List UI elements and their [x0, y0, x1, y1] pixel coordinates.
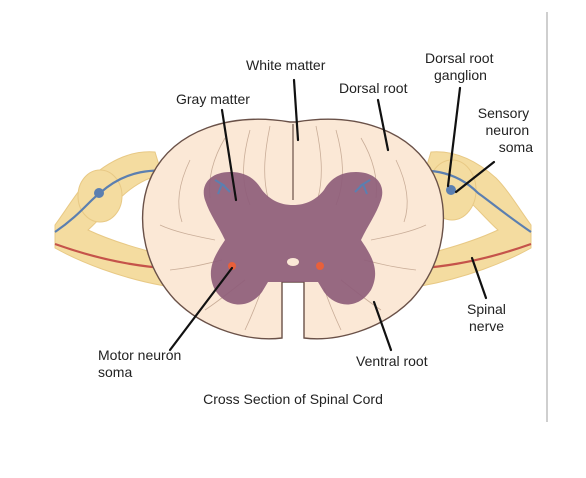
- leader-ventral-root: [372, 300, 393, 352]
- central-canal: [287, 258, 299, 266]
- label-sensory-neuron-soma: Sensory neuron soma: [478, 105, 533, 155]
- motor-neuron-soma-right: [316, 262, 324, 270]
- label-dorsal-root: Dorsal root: [339, 80, 408, 96]
- label-motor-neuron-soma: Motor neuron soma: [98, 347, 185, 380]
- label-spinal-nerve: Spinal nerve: [467, 301, 510, 334]
- label-dorsal-root-ganglion: Dorsal root ganglion: [425, 50, 497, 83]
- leader-gray-matter: [220, 108, 238, 202]
- leader-lines: [168, 78, 496, 352]
- caption: Cross Section of Spinal Cord: [203, 391, 383, 407]
- label-white-matter: White matter: [246, 57, 326, 73]
- motor-neuron-soma-left: [228, 262, 236, 270]
- leader-sensory-neuron-soma: [454, 160, 496, 194]
- leader-motor-neuron-soma: [168, 266, 234, 352]
- leader-dorsal-root-ganglion: [446, 86, 462, 188]
- label-ventral-root: Ventral root: [356, 353, 428, 369]
- leader-dorsal-root: [376, 98, 390, 152]
- sensory-fiber-endings: [214, 179, 371, 195]
- leader-white-matter: [292, 78, 300, 142]
- page-edge-divider: [546, 12, 548, 422]
- gray-matter-region: [203, 172, 383, 305]
- label-gray-matter: Gray matter: [176, 91, 250, 107]
- leader-spinal-nerve: [470, 256, 488, 300]
